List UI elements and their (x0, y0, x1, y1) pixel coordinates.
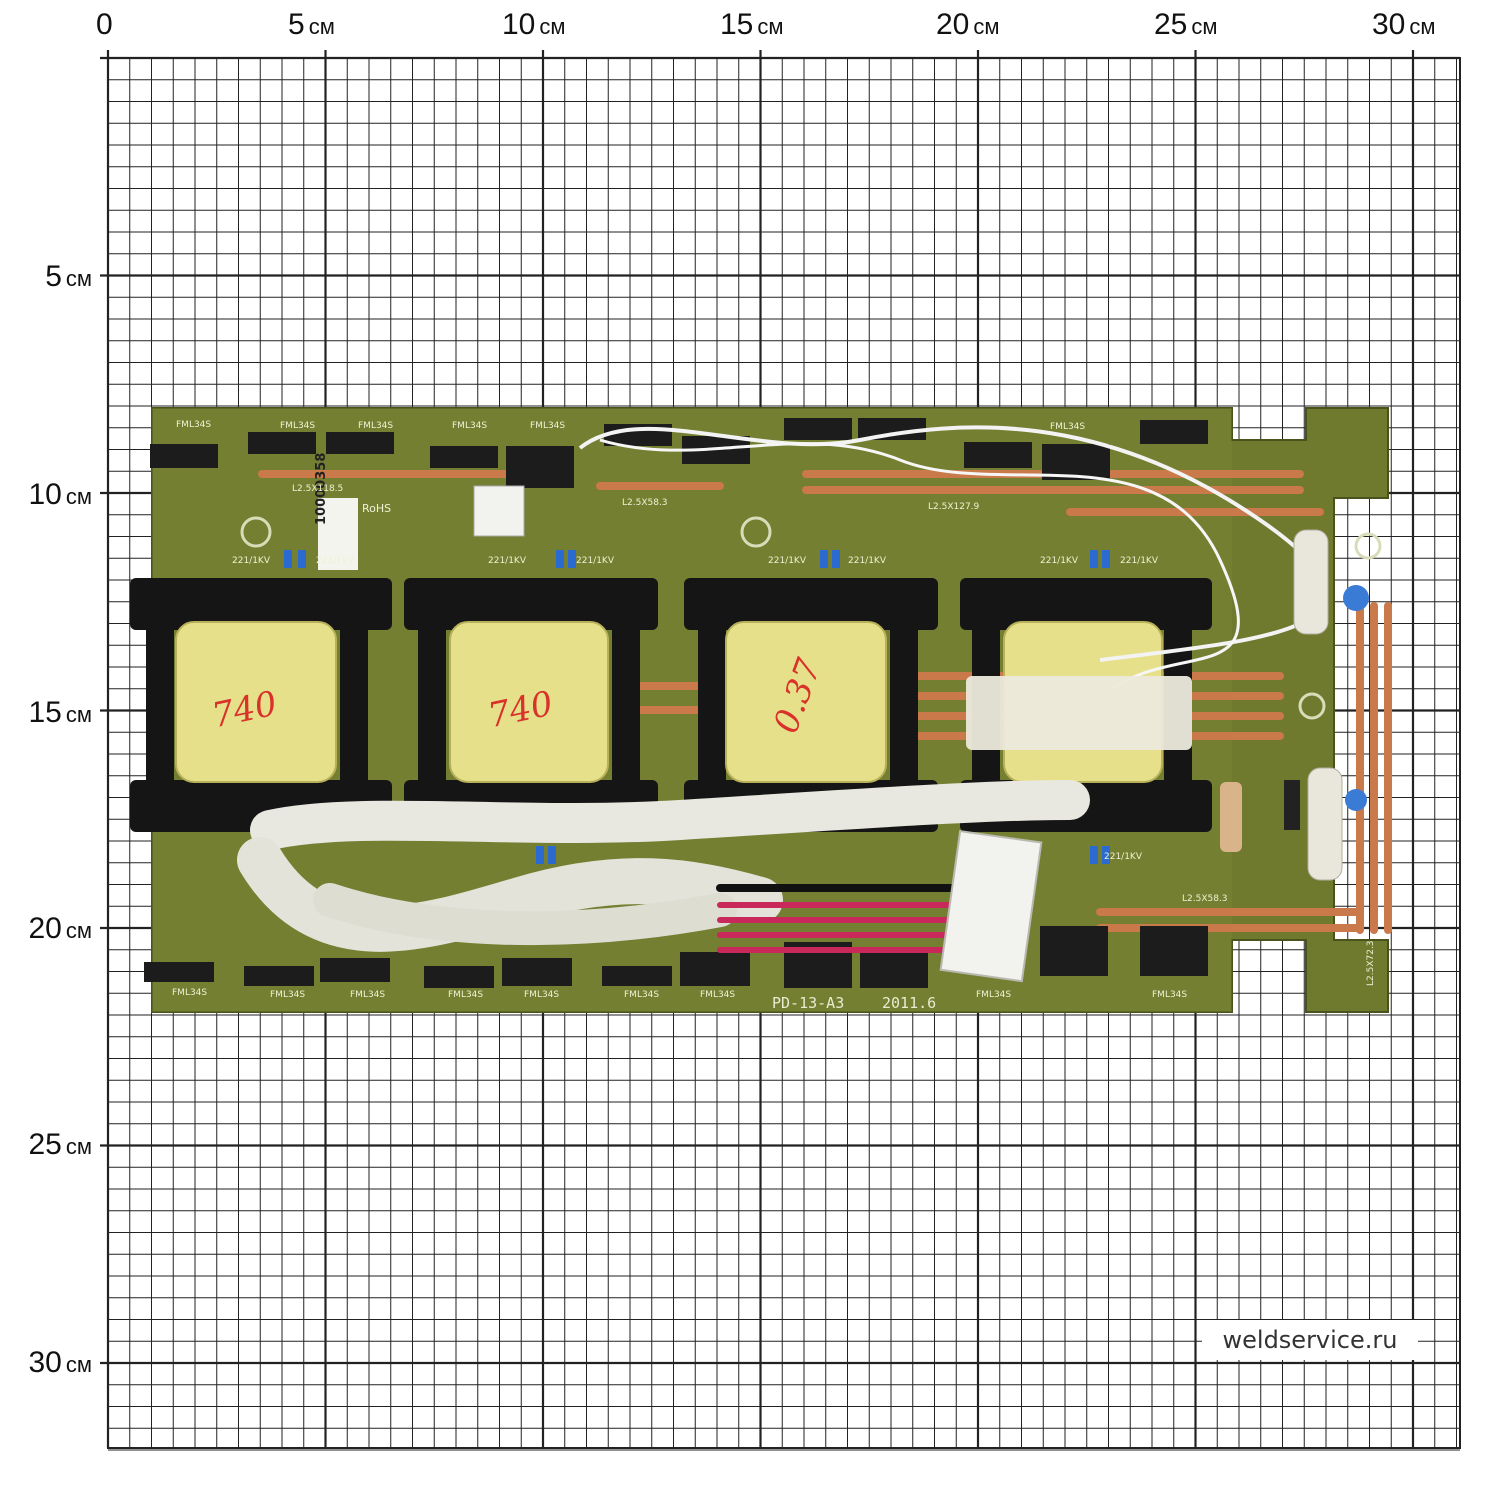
component-label: FML34S (280, 421, 316, 431)
capacitor-label: 221/1KV (576, 556, 614, 566)
component-label: FML34S (1152, 990, 1188, 1000)
component-label: FML34S (270, 990, 306, 1000)
component-label: FML34S (530, 421, 566, 431)
ruler-top-label-0: 0 (96, 8, 113, 41)
component-label: FML34S (452, 421, 488, 431)
bar-label: L2.5X118.5 (292, 484, 344, 494)
component-label: FML34S (624, 990, 660, 1000)
component-label: FML34S (358, 421, 394, 431)
component-label: FML34S (524, 990, 560, 1000)
component-label: FML34S (350, 990, 386, 1000)
rohs-label: RoHS (362, 502, 392, 515)
bar-label: L2.5X72.3 (1366, 940, 1376, 986)
bar-label: L2.5X127.9 (928, 502, 980, 512)
capacitor-label: 221/1KV (488, 556, 526, 566)
circuit-board-photo (130, 407, 1392, 1013)
capacitor-label: 221/1KV (1040, 556, 1078, 566)
board-date-label: 2011.6 (882, 994, 937, 1012)
bar-label: L2.5X58.3 (1182, 894, 1228, 904)
component-label: FML34S (976, 990, 1012, 1000)
component-label: FML34S (176, 420, 212, 430)
component-label: FML34S (448, 990, 484, 1000)
component-label: FML34S (172, 988, 208, 998)
component-label: FML34S (1050, 422, 1086, 432)
capacitor-label: 221/1KV (768, 556, 806, 566)
capacitor-label: 221/1KV (848, 556, 886, 566)
board-model-label: PD-13-A3 (772, 994, 845, 1012)
capacitor-label: 221/1KV (232, 556, 270, 566)
component-label: FML34S (700, 990, 736, 1000)
capacitor-label: 221/1KV (316, 556, 354, 566)
bar-label: L2.5X58.3 (622, 498, 668, 508)
capacitor-label: 221/1KV (1120, 556, 1158, 566)
capacitor-label: 221/1KV (1104, 852, 1142, 862)
watermark: weldservice.ru (1202, 1320, 1418, 1360)
